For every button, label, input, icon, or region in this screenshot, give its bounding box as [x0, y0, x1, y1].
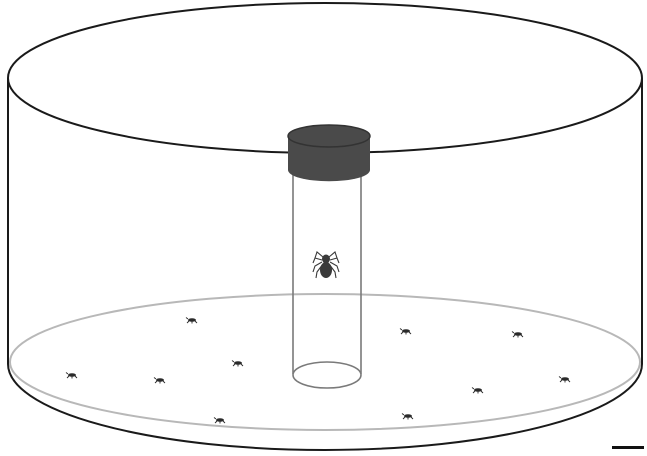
insect-icon: [511, 331, 524, 338]
insect-icon: [401, 413, 414, 420]
cap-body: [288, 136, 370, 182]
vial-cap-icon: [287, 124, 371, 182]
arena-bottom-edge: [7, 363, 643, 451]
insect-icon: [558, 376, 571, 383]
spider-abdomen: [320, 262, 332, 278]
insect-icon: [185, 317, 198, 324]
arena-floor: [9, 293, 641, 431]
insect-icon: [65, 372, 78, 379]
insect-icon: [213, 417, 226, 424]
cap-top: [287, 124, 371, 148]
spider-cephalothorax: [322, 254, 330, 264]
insect-icon: [153, 377, 166, 384]
cylinder-arena-icon: [7, 78, 643, 451]
insect-icon: [399, 328, 412, 335]
scale-bar-icon: [612, 446, 644, 449]
tube-bottom: [292, 361, 362, 389]
floor-ellipse: [9, 293, 641, 431]
vial-tube-icon: [292, 170, 362, 389]
tube-walls: [292, 170, 362, 374]
spider-icon: [312, 251, 340, 279]
insect-group: [65, 317, 571, 424]
insect-icon: [231, 360, 244, 367]
spider-legs: [312, 251, 340, 279]
insect-icon: [471, 387, 484, 394]
